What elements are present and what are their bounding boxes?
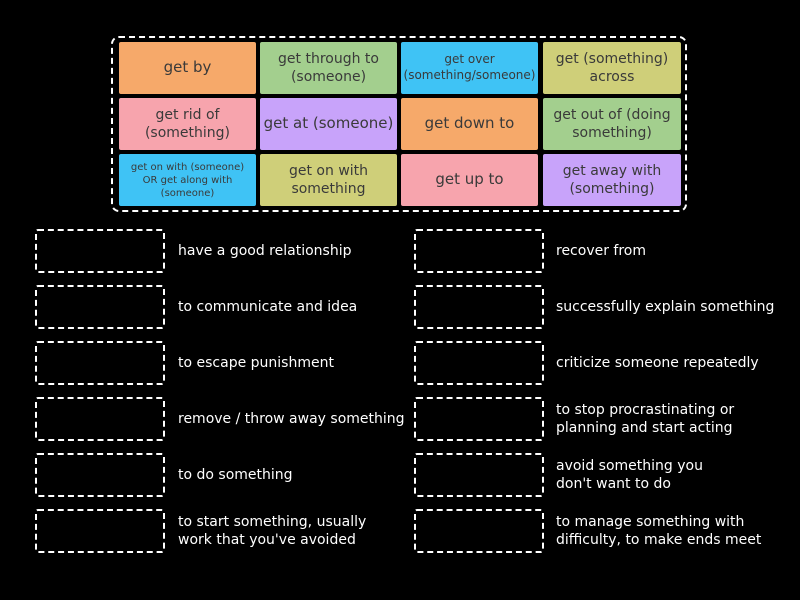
- phrase-tile[interactable]: get over (something/someone): [401, 42, 538, 94]
- definition-text: remove / throw away something: [178, 410, 405, 427]
- definition-text: to do something: [178, 466, 293, 483]
- phrase-tile[interactable]: get at (someone): [260, 98, 397, 150]
- drop-slot[interactable]: [414, 397, 544, 441]
- definition-text: recover from: [556, 242, 647, 259]
- phrase-tile-label: get at (someone): [263, 114, 394, 133]
- drop-slot[interactable]: [414, 285, 544, 329]
- definition-text: to escape punishment: [178, 354, 334, 371]
- phrase-tile-label: get on with something: [288, 162, 369, 197]
- phrase-tile[interactable]: get by: [119, 42, 256, 94]
- phrase-tile-label: get down to: [424, 114, 515, 133]
- definition-text: have a good relationship: [178, 242, 352, 259]
- drop-slot[interactable]: [35, 453, 165, 497]
- phrase-tile[interactable]: get away with (something): [543, 154, 681, 206]
- phrase-tile-label: get away with (something): [562, 162, 662, 197]
- definition-text: criticize someone repeatedly: [556, 354, 759, 371]
- drop-slot[interactable]: [35, 509, 165, 553]
- phrase-tile-label: get by: [163, 58, 212, 77]
- phrase-tile-label: get up to: [435, 170, 504, 189]
- drop-slot[interactable]: [414, 509, 544, 553]
- phrase-tile[interactable]: get through to (someone): [260, 42, 397, 94]
- phrase-tile[interactable]: get rid of (something): [119, 98, 256, 150]
- drop-slot[interactable]: [35, 285, 165, 329]
- phrase-tile[interactable]: get down to: [401, 98, 538, 150]
- drop-slot[interactable]: [414, 453, 544, 497]
- definition-text: successfully explain something: [556, 298, 775, 315]
- phrase-tile-label: get over (something/someone): [403, 52, 536, 82]
- phrase-tile-label: get out of (doing something): [553, 106, 671, 141]
- definition-text: to manage something with difficulty, to …: [556, 513, 762, 548]
- phrase-tile[interactable]: get on with (someone) OR get along with …: [119, 154, 256, 206]
- definition-text: to start something, usually work that yo…: [178, 513, 367, 548]
- phrase-tile[interactable]: get (something) across: [543, 42, 681, 94]
- drop-slot[interactable]: [35, 397, 165, 441]
- definition-text: to communicate and idea: [178, 298, 358, 315]
- phrase-tile[interactable]: get on with something: [260, 154, 397, 206]
- definition-text: avoid something you don't want to do: [556, 457, 703, 492]
- phrase-tile[interactable]: get out of (doing something): [543, 98, 681, 150]
- drop-slot[interactable]: [414, 229, 544, 273]
- phrase-tile-label: get on with (someone) OR get along with …: [130, 161, 245, 199]
- phrase-tile-label: get through to (someone): [278, 50, 379, 85]
- drop-slot[interactable]: [35, 341, 165, 385]
- phrase-tile-label: get (something) across: [555, 50, 669, 85]
- definition-text: to stop procrastinating or planning and …: [556, 401, 735, 436]
- drop-slot[interactable]: [35, 229, 165, 273]
- phrase-tile[interactable]: get up to: [401, 154, 538, 206]
- tile-bank: [111, 36, 687, 212]
- drop-slot[interactable]: [414, 341, 544, 385]
- phrase-tile-label: get rid of (something): [144, 106, 231, 141]
